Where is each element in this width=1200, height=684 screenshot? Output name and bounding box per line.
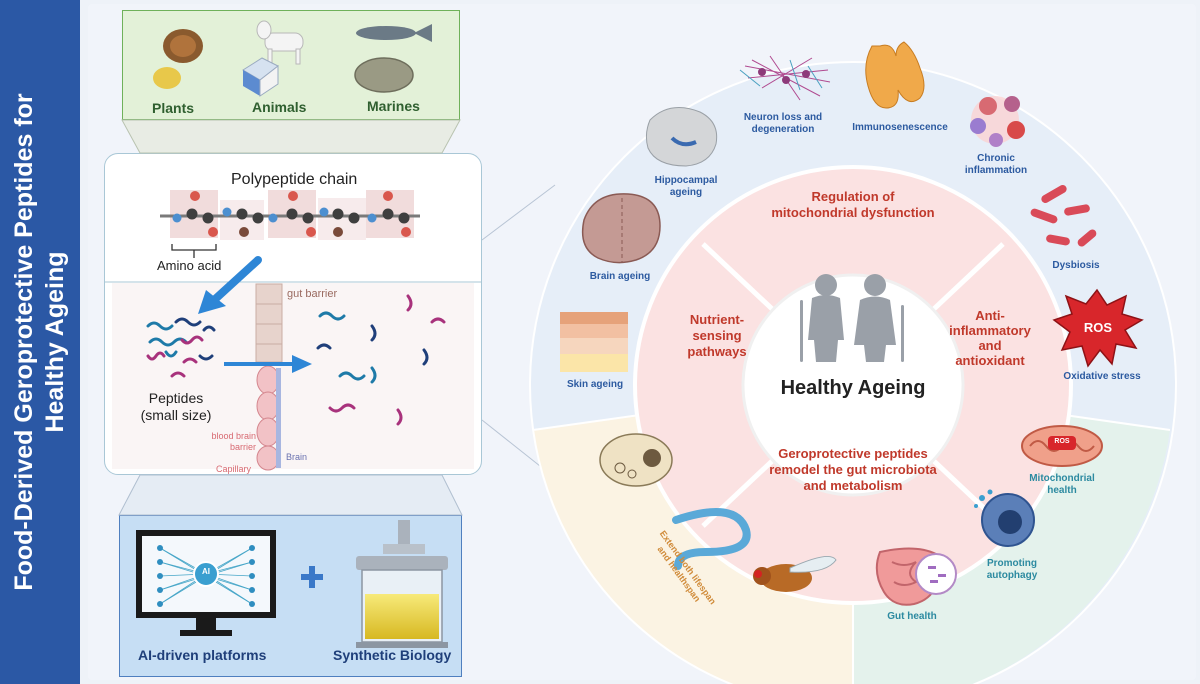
ai-platforms-label: AI-driven platforms [138,647,267,663]
bbb-label: blood brain barrier [196,431,256,453]
neural-network-nodes [157,545,255,607]
mitochondrial-health-label: Mitochondrial health [1018,473,1106,497]
gut-barrier-cells [255,283,283,363]
fish-icon [356,24,432,42]
autophagy-line-1: Promoting [987,558,1037,569]
blood-brain-barrier-cells [256,365,280,471]
chronic-inflammation-label: Chronic inflammation [952,153,1040,177]
inner-left-line-2: sensing [692,328,742,343]
fruit-fly-icon [753,555,837,592]
chronic-line-2: inflammation [964,165,1028,176]
gut-barrier-label: gut barrier [287,288,338,300]
neuron-cell-bodies [758,68,810,84]
yeast-cell-icon [599,433,673,487]
peptides-line-2: (small size) [140,407,212,423]
autophagy-cell-icon [974,489,1035,547]
connector-line-bottom [481,419,546,471]
inner-left-line-1: Nutrient- [689,312,745,327]
outer-ring-border [529,61,1177,684]
mito-line-1: Mitochondrial [1029,473,1095,484]
mitochondria-ros-label: ROS [1054,438,1070,445]
connector-line-top [481,184,556,241]
skin-ageing-label: Skin ageing [566,379,624,390]
bean-icon [153,67,181,89]
funnel-bottom [118,474,463,516]
neuron-loss-label: Neuron loss and degeneration [733,112,833,136]
autophagy-line-2: autophagy [986,570,1038,581]
ai-chip-label: AI [202,567,210,576]
title-sidebar: Food-Derived Geroprotective Peptides for… [0,0,80,684]
nutrient-sensing-label: Nutrient- sensing pathways [672,312,762,360]
milk-carton-icon [242,57,279,97]
brain-label: Brain [286,452,308,462]
plus-icon [301,566,323,588]
bbb-line-2: barrier [229,442,256,452]
hippocampus-brain-icon [645,107,718,167]
bbb-line-1: blood brain [211,431,256,441]
healthy-ageing-center-label: Healthy Ageing [780,377,926,399]
anti-inflammatory-label: Anti- inflammatory and antioxidant [940,308,1040,368]
peptides-label: Peptides (small size) [138,390,214,424]
inner-right-line-2: inflammatory [949,323,1031,338]
brain-icon [581,193,661,264]
inner-left-line-3: pathways [687,344,747,359]
animals-label: Animals [252,99,307,115]
hippocampal-ageing-label: Hippocampal ageing [644,175,728,199]
oyster-icon [354,57,414,93]
neuron-line-1: Neuron loss and [743,112,823,123]
center-circle [741,273,965,497]
polypeptide-chain [160,190,420,240]
inner-top-line-1: Regulation of [811,189,895,204]
amino-acid-bracket [171,244,217,251]
mitochondrial-dysfunction-label: Regulation of mitochondrial dysfunction [743,189,963,221]
nematode-worm-icon [672,508,751,570]
inner-right-line-4: antioxidant [955,353,1025,368]
funnel-top [121,119,461,154]
brain-ageing-label: Brain ageing [589,271,651,282]
elderly-couple-icon [800,274,904,362]
ros-burst-icon [1052,288,1144,368]
hippocampal-line-1: Hippocampal [654,175,718,186]
inner-bottom-line-3: and metabolism [803,478,903,493]
inner-top-line-2: mitochondrial dysfunction [771,205,935,220]
capillary-label: Capillary [216,464,252,474]
synthetic-biology-label: Synthetic Biology [333,647,452,663]
inner-bottom-line-1: Geroprotective peptides [778,446,928,461]
skin-layers-icon [560,312,628,372]
plants-label: Plants [152,100,195,116]
hippocampal-line-2: ageing [669,187,703,198]
thymus-icon [865,41,925,109]
inner-right-line-1: Anti- [975,308,1005,323]
inner-bottom-line-2: remodel the gut microbiota [769,462,937,477]
gut-health-label: Gut health [887,611,937,622]
right-arrow-icon [224,355,312,373]
bacteria-icon [1030,184,1097,247]
promoting-autophagy-label: Promoting autophagy [972,558,1052,582]
immunosenescence-label: Immunosenescence [852,122,948,133]
capillary-line [276,368,281,468]
ai-chip-icon [193,561,219,587]
dysbiosis-label: Dysbiosis [1052,260,1100,271]
amino-acid-label: Amino acid [157,258,222,273]
peptides-line-1: Peptides [148,390,204,406]
oxidative-stress-label: Oxidative stress [1063,371,1141,382]
chronic-line-1: Chronic [977,153,1015,164]
ros-burst-label: ROS [1083,320,1113,335]
marines-label: Marines [367,98,420,114]
gut-microbiota-label: Geroprotective peptides remodel the gut … [743,446,963,494]
bioreactor-icon [356,520,448,648]
polypeptide-chain-title: Polypeptide chain [231,171,358,188]
intestine-icon [875,547,957,606]
down-arrow-icon [198,256,262,314]
walnut-icon [163,29,203,63]
immune-cells-icon [970,96,1025,147]
mito-line-2: health [1047,485,1077,496]
neuron-line-2: degeneration [751,124,815,135]
mitochondria-icon [1021,425,1103,467]
peptide-fragments [146,294,446,426]
inner-right-line-3: and [978,338,1002,353]
peptide-lower-area [112,283,474,469]
goat-icon [256,20,304,65]
